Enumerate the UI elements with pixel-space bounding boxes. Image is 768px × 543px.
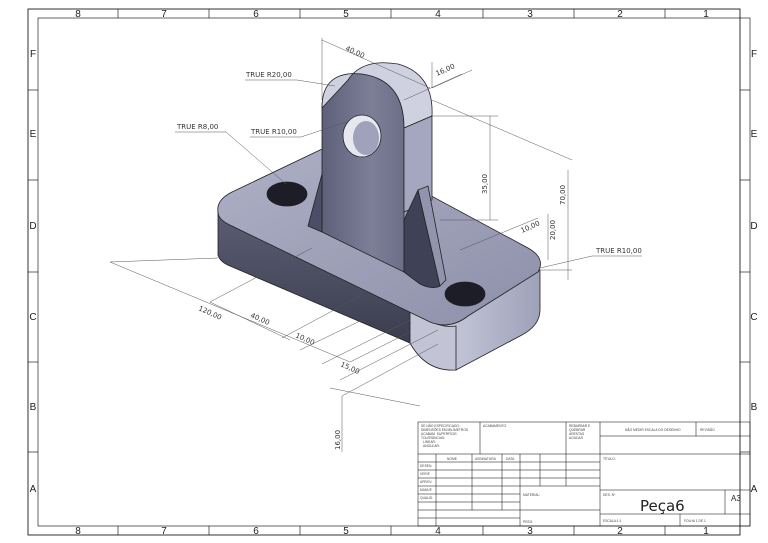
tb-acabamento: ACABAMENTO:	[483, 424, 507, 428]
row-label: C	[750, 312, 757, 323]
dim-10-bottom: 10,00	[294, 332, 316, 347]
row-label: F	[30, 49, 36, 60]
column-label: 1	[703, 526, 709, 537]
tb-note: ACABAM. SUPERFÍCIE:	[421, 432, 458, 436]
tb-nao-medir: NÃO MEDIR ESCALA DO DESENHO	[625, 427, 681, 432]
dim-15: 15,00	[339, 361, 361, 376]
dim-70: 70,00	[559, 185, 567, 205]
tb-note: SE NÃO ESPECIFICADO:	[421, 423, 460, 428]
column-label: 2	[617, 526, 623, 537]
dim-10-right: 10,00	[520, 219, 542, 234]
tb-rebarbas: AGUDAS	[569, 436, 584, 440]
tb-titulo: TÍTULO:	[603, 457, 616, 461]
column-label: 5	[343, 9, 349, 20]
dim-35: 35,00	[481, 174, 489, 194]
row-label: B	[30, 402, 37, 413]
dim-r20: TRUE R20,00	[245, 71, 292, 79]
row-label: E	[751, 129, 758, 140]
sheet-size: A3	[731, 494, 741, 503]
row-label: D	[750, 221, 757, 232]
dimension-lines	[109, 38, 642, 452]
tb-col-nome: NOME	[447, 457, 458, 461]
title-block	[417, 421, 751, 527]
row-label: B	[751, 402, 758, 413]
row-label: E	[30, 129, 37, 140]
tb-note: DIMENSÕES EM MILÍMETROS	[421, 427, 469, 432]
dim-16-bottom: 16,00	[334, 430, 342, 450]
column-label: 2	[617, 9, 623, 20]
rib-left	[307, 173, 323, 233]
base-hole-right	[444, 281, 486, 307]
tb-row-label: DESEN.	[420, 464, 432, 468]
tb-escala: ESCALA:1:1	[603, 519, 622, 523]
tb-note: LINEAR:	[423, 440, 436, 444]
tb-note: ANGULAR:	[423, 444, 440, 448]
dim-120: 120,00	[197, 305, 223, 322]
part-isometric-view	[217, 62, 541, 371]
base-hole-left	[266, 181, 308, 207]
column-label: 4	[435, 9, 441, 20]
column-label: 6	[253, 9, 259, 20]
tb-note: TOLERÂNCIAS:	[421, 436, 445, 440]
dim-r10-top: TRUE R10,00	[250, 128, 297, 136]
title-block-text: SE NÃO ESPECIFICADO: DIMENSÕES EM MILÍME…	[420, 423, 741, 524]
tb-row-label: QUALID.	[420, 496, 433, 500]
tb-peso: PESO:	[523, 520, 533, 524]
row-label: A	[30, 484, 37, 495]
dim-r8: TRUE R8,00	[176, 123, 218, 131]
column-label: 5	[343, 526, 349, 537]
tb-row-label: VERIF.	[420, 472, 430, 476]
column-label: 8	[75, 9, 81, 20]
tb-row-label: APROV.	[420, 480, 432, 484]
column-label: 4	[435, 526, 441, 537]
column-label: 3	[527, 526, 533, 537]
rib-right-face	[417, 185, 447, 287]
dim-16-top: 16,00	[435, 62, 457, 77]
part-name: Peça6	[640, 497, 685, 515]
tb-des-no: DES. Nº	[603, 493, 616, 497]
tb-rebarbas: ARESTAS	[569, 432, 585, 436]
column-label: 7	[161, 526, 167, 537]
row-label: A	[751, 484, 758, 495]
tb-folha: FOLHA 1 DE 1	[684, 519, 706, 523]
column-label: 1	[703, 9, 709, 20]
dim-r10-right: TRUE R10,00	[595, 247, 642, 255]
row-label: D	[29, 221, 36, 232]
tb-col-data: DATA	[506, 457, 515, 461]
column-label: 8	[75, 526, 81, 537]
zone-ticks	[28, 9, 750, 535]
row-label: C	[29, 312, 36, 323]
pivot-hole-inner	[353, 121, 379, 155]
column-label: 7	[161, 9, 167, 20]
row-label: F	[751, 49, 757, 60]
tb-revisao: REVISÃO	[700, 427, 715, 432]
tb-material: MATERIAL:	[523, 493, 540, 497]
dim-40-top: 40,00	[344, 45, 366, 60]
column-label: 6	[253, 526, 259, 537]
tb-rebarbas: QUEBRAR	[569, 428, 586, 432]
column-label: 3	[527, 9, 533, 20]
tb-row-label: MANUF.	[420, 488, 432, 492]
tb-rebarbas: REBARBAR E	[569, 424, 591, 428]
dim-20: 20,00	[549, 220, 557, 240]
tb-col-assinatura: ASSINATURA	[475, 457, 497, 461]
